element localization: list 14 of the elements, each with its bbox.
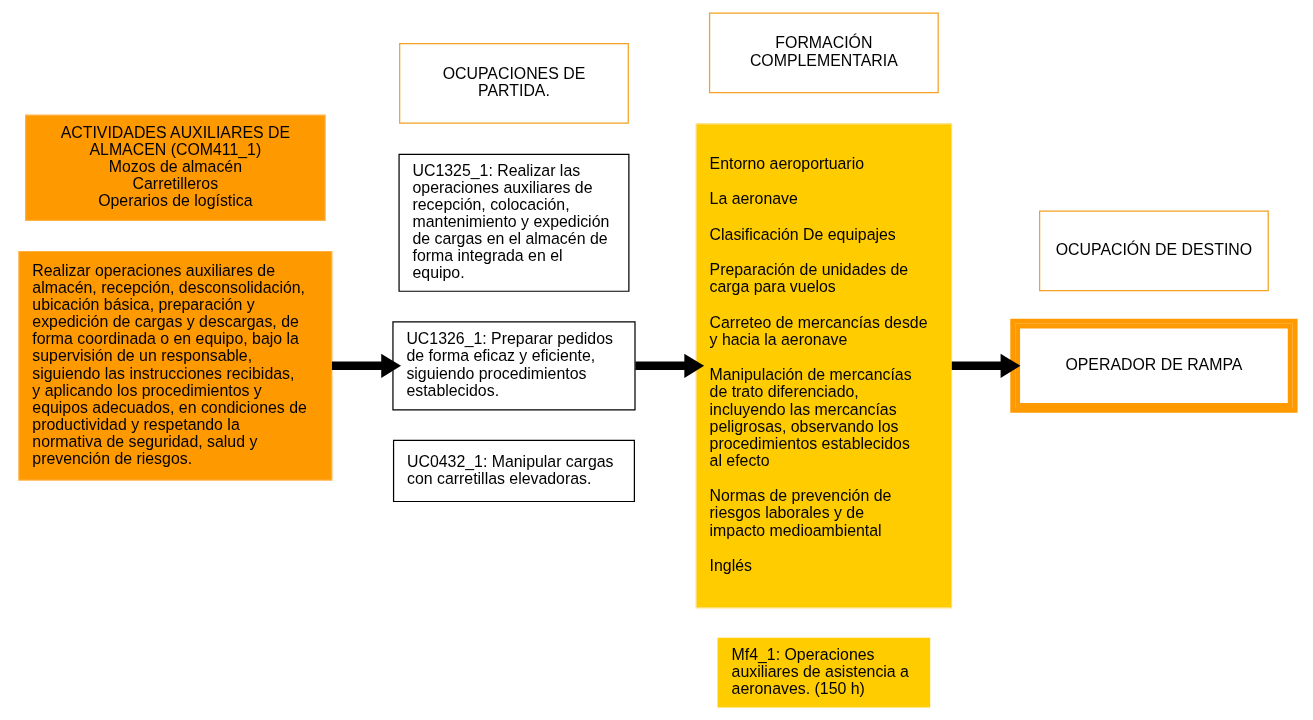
arrow: [634, 353, 704, 378]
node-box: OCUPACIÓN DE DESTINO: [1038, 210, 1269, 292]
arrow: [951, 353, 1020, 378]
node-box: OCUPACIONES DE PARTIDA.: [398, 43, 629, 124]
arrow: [331, 353, 401, 378]
node-box: Realizar operaciones auxiliares de almacén, recepción, desconsolidación, ubicación básica, preparación y expedición de cargas y descargas, de forma coordinada o en equipo, bajo la supervisión de un responsable, siguiendo las instrucciones recibidas, y aplicando los procedimientos y equipos adecuados, en condiciones de productividad y respetando la normativa de seguridad, salud y prevención de riesgos.: [17, 250, 332, 481]
node-box: ACTIVIDADES AUXILIARES DE ALMACEN (COM411_1) Mozos de almacén Carretilleros Operarios de logística: [24, 114, 326, 221]
node-box: OPERADOR DE RAMPA: [1009, 318, 1298, 413]
node-box: FORMACIÓN COMPLEMENTARIA: [708, 12, 939, 94]
node-box: Entorno aeroportuario La aeronave Clasificación De equipajes Preparación de unidades de carga para vuelos Carreteo de mercancías desde y hacia la aeronave Manipulación de mercancías de trato diferenciado, incluyendo las mercancías peligrosas, observando los procedimientos establecidos al efecto Normas de prevención de riesgos laborales y de impacto medioambiental Inglés: [695, 123, 952, 609]
node-box: UC1326_1: Preparar pedidos de forma eficaz y eficiente, siguiendo procedimientos establecidos.: [391, 321, 636, 411]
node-box: UC0432_1: Manipular cargas con carretillas elevadoras.: [392, 439, 635, 503]
node-box: Mf4_1: Operaciones auxiliares de asistencia a aeronaves. (150 h): [717, 637, 930, 708]
node-box: UC1325_1: Realizar las operaciones auxiliares de recepción, colocación, mantenimiento y expedición de cargas en el almacén de forma integrada en el equipo.: [397, 153, 629, 292]
